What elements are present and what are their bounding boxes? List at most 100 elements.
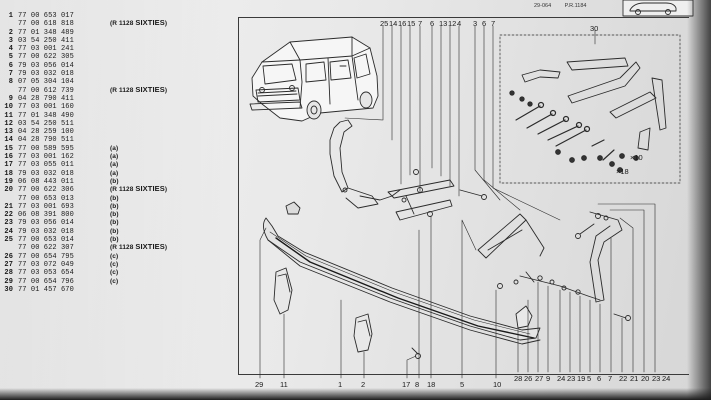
- part-reference: 79 03 032 018: [18, 169, 74, 178]
- part-number: 17: [4, 161, 13, 170]
- part-number: 18: [4, 169, 13, 178]
- callout-kit: 30: [590, 24, 598, 33]
- callout-bottom-7: 5: [460, 380, 464, 389]
- part-number: 1: [8, 12, 13, 20]
- callout-bottom-17: 6: [597, 374, 601, 383]
- part-note: (b): [110, 236, 119, 244]
- callout-bottom-1: 11: [280, 380, 288, 389]
- part-reference: 77 01 457 670: [18, 285, 74, 294]
- leader-lines: [344, 25, 596, 221]
- part-number: 25: [4, 236, 13, 245]
- part-note: (b): [110, 194, 119, 202]
- part-number: 2: [8, 28, 13, 37]
- part-number: 8: [8, 78, 13, 87]
- page-shadow: [0, 0, 230, 400]
- page-header-codes: 29-064 P.R.1184: [534, 3, 599, 9]
- callout-top-0: 25: [380, 19, 388, 28]
- part-note: (c): [110, 269, 119, 277]
- part-reference: 77 00 654 795: [18, 252, 74, 261]
- part-reference: 77 00 653 014: [18, 236, 74, 245]
- left-bumper-bracket: [329, 119, 401, 209]
- part-number: 21: [4, 202, 13, 211]
- part-number: 15: [4, 144, 13, 153]
- part-number: 28: [4, 269, 13, 278]
- callout-bottom-2: 1: [338, 380, 342, 389]
- part-reference: 77 00 653 013: [18, 194, 74, 203]
- car-illustration: [249, 36, 379, 122]
- part-number: 12: [4, 119, 13, 128]
- part-number: 6: [8, 61, 13, 70]
- part-reference: 79 03 056 014: [18, 219, 74, 228]
- callout-bottom-11: 27: [535, 374, 543, 383]
- part-note: (R 1128 SIXTIES): [110, 184, 168, 194]
- callout-top-3: 15: [407, 19, 415, 28]
- part-note: (R 1128 SIXTIES): [110, 84, 168, 94]
- fixing-kit-box: [499, 34, 681, 184]
- part-reference: 77 00 653 017: [18, 12, 74, 20]
- callout-bottom-18: 7: [608, 374, 612, 383]
- part-reference: 77 00 622 306: [18, 186, 74, 195]
- part-reference: 07 05 304 104: [18, 78, 74, 87]
- callout-bottom-0: 29: [255, 380, 263, 389]
- part-note: (c): [110, 252, 119, 260]
- part-note: (a): [110, 153, 119, 161]
- part-reference: 77 00 612 739: [18, 86, 74, 95]
- part-number: 19: [4, 177, 13, 186]
- parts-list-row: 6 79 03 056 014: [2, 61, 232, 70]
- callout-bottom-6: 18: [427, 380, 435, 389]
- callout-top-11: 7: [491, 19, 495, 28]
- parts-list-row: 20 77 00 622 306 (R 1128 SIXTIES): [2, 184, 232, 195]
- callout-top-7: 12: [448, 19, 456, 28]
- callout-bottom-19: 22: [619, 374, 627, 383]
- part-reference: 79 03 032 018: [18, 70, 74, 79]
- part-number: 9: [8, 94, 13, 103]
- part-note: (c): [110, 277, 119, 285]
- part-reference: 77 01 348 490: [18, 111, 74, 120]
- part-note: (R 1128 SIXTIES): [110, 242, 168, 252]
- page-ref: P.R.1184: [564, 3, 587, 9]
- part-note: (a): [110, 169, 119, 177]
- callout-bottom-12: 9: [546, 374, 550, 383]
- part-reference: 77 03 001 241: [18, 45, 74, 54]
- part-note: (b): [110, 202, 119, 210]
- callout-top-4: 7: [418, 19, 422, 28]
- callout-bottom-3: 2: [361, 380, 365, 389]
- part-note: (R 1128 SIXTIES): [110, 18, 168, 28]
- part-reference: 77 00 589 595: [18, 144, 74, 153]
- callout-top-6: 13: [439, 19, 447, 28]
- parts-list-row: 1 77 00 653 017: [2, 11, 232, 20]
- callout-bottom-10: 26: [524, 374, 532, 383]
- part-number: 20: [4, 186, 13, 195]
- callout-bottom-16: 5: [587, 374, 591, 383]
- part-number: 26: [4, 252, 13, 261]
- part-note: (a): [110, 161, 119, 169]
- right-bumper-bracket: [477, 211, 631, 321]
- part-note: (b): [110, 211, 119, 219]
- callout-bottom-4: 17: [402, 380, 410, 389]
- part-note: (b): [110, 177, 119, 185]
- callout-bottom-22: 23: [652, 374, 660, 383]
- part-reference: 79 03 056 014: [18, 61, 74, 70]
- part-number: 3: [8, 36, 13, 45]
- callout-top-9: 3: [473, 19, 477, 28]
- part-reference: 77 03 001 160: [18, 103, 74, 112]
